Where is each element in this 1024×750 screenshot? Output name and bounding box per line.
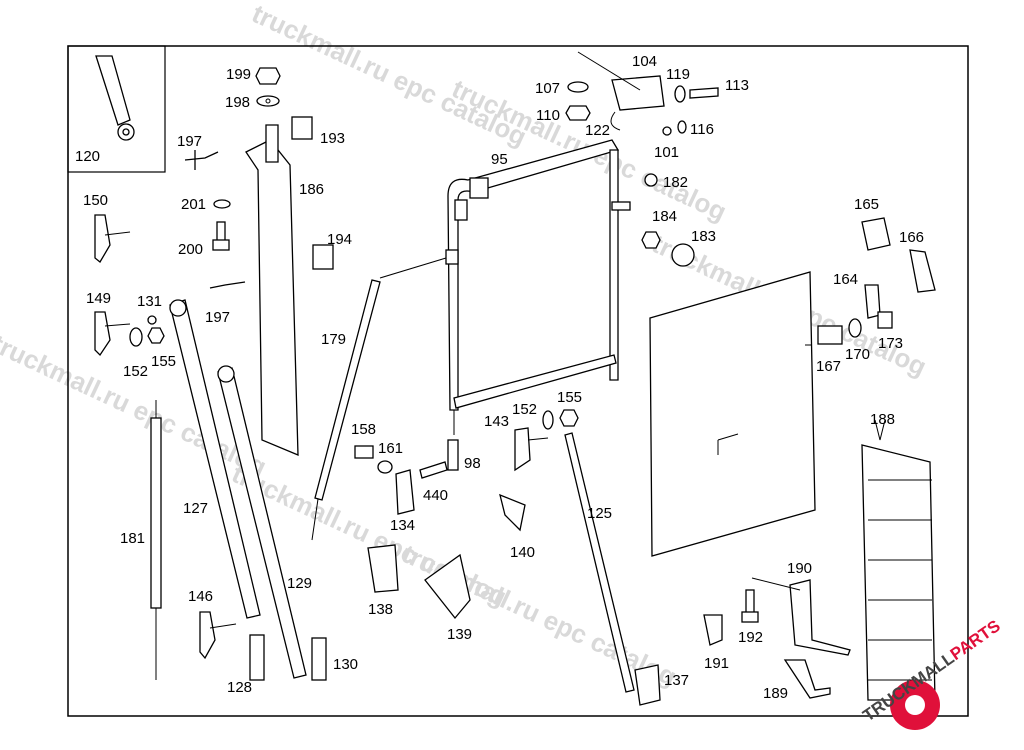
part-label[interactable]: 200 xyxy=(178,241,203,258)
part-label[interactable]: 138 xyxy=(368,601,393,618)
part-label[interactable]: 143 xyxy=(484,413,509,430)
part-label[interactable]: 179 xyxy=(321,331,346,348)
part-label[interactable]: 164 xyxy=(833,271,858,288)
part-label[interactable]: 125 xyxy=(587,505,612,522)
part-label[interactable]: 199 xyxy=(226,66,251,83)
part-label[interactable]: 170 xyxy=(845,346,870,363)
part-label[interactable]: 197 xyxy=(177,133,202,150)
part-label[interactable]: 183 xyxy=(691,228,716,245)
part-label[interactable]: 122 xyxy=(585,122,610,139)
part-label[interactable]: 189 xyxy=(763,685,788,702)
part-label[interactable]: 140 xyxy=(510,544,535,561)
part-label[interactable]: 107 xyxy=(535,80,560,97)
part-label[interactable]: 137 xyxy=(664,672,689,689)
part-drawings xyxy=(94,51,936,706)
part-label[interactable]: 127 xyxy=(183,500,208,517)
part-label[interactable]: 152 xyxy=(512,401,537,418)
part-label[interactable]: 104 xyxy=(632,53,657,70)
part-label[interactable]: 152 xyxy=(123,363,148,380)
part-label[interactable]: 190 xyxy=(787,560,812,577)
part-label[interactable]: 101 xyxy=(654,144,679,161)
part-label[interactable]: 120 xyxy=(75,148,100,165)
watermark: truckmall.ru epc catalog xyxy=(247,0,531,152)
part-label[interactable]: 155 xyxy=(557,389,582,406)
part-label[interactable]: 166 xyxy=(899,229,924,246)
part-label[interactable]: 113 xyxy=(725,77,749,94)
part-label[interactable]: 158 xyxy=(351,421,376,438)
part-label[interactable]: 129 xyxy=(287,575,312,592)
part-label[interactable]: 165 xyxy=(854,196,879,213)
part-label[interactable]: 161 xyxy=(378,440,403,457)
part-label[interactable]: 128 xyxy=(227,679,252,696)
part-label[interactable]: 119 xyxy=(666,66,690,83)
part-label[interactable]: 188 xyxy=(870,411,895,428)
part-label[interactable]: 150 xyxy=(83,192,108,209)
part-label[interactable]: 167 xyxy=(816,358,841,375)
part-label[interactable]: 134 xyxy=(390,517,415,534)
part-label[interactable]: 186 xyxy=(299,181,324,198)
part-label[interactable]: 98 xyxy=(464,455,481,472)
part-label[interactable]: 173 xyxy=(878,335,903,352)
part-label[interactable]: 194 xyxy=(327,231,352,248)
part-label[interactable]: 139 xyxy=(447,626,472,643)
part-label[interactable]: 192 xyxy=(738,629,763,646)
part-label[interactable]: 197 xyxy=(205,309,230,326)
part-label[interactable]: 110 xyxy=(536,107,560,124)
part-label[interactable]: 130 xyxy=(333,656,358,673)
part-label[interactable]: 193 xyxy=(320,130,345,147)
detail-inset xyxy=(67,45,166,173)
diagram-frame xyxy=(67,45,969,717)
part-label[interactable]: 149 xyxy=(86,290,111,307)
part-label[interactable]: 184 xyxy=(652,208,677,225)
part-label[interactable]: 131 xyxy=(137,293,162,310)
part-label[interactable]: 181 xyxy=(120,530,145,547)
part-label[interactable]: 201 xyxy=(181,196,206,213)
part-labels: 199 198 193 197 186 201 194 200 197 179 … xyxy=(75,53,924,702)
part-label[interactable]: 116 xyxy=(690,121,714,138)
part-label[interactable]: 146 xyxy=(188,588,213,605)
part-label[interactable]: 191 xyxy=(704,655,729,672)
part-label[interactable]: 440 xyxy=(423,487,448,504)
part-label[interactable]: 155 xyxy=(151,353,176,370)
part-label[interactable]: 95 xyxy=(491,151,508,168)
part-label[interactable]: 182 xyxy=(663,174,688,191)
part-label[interactable]: 198 xyxy=(225,94,250,111)
